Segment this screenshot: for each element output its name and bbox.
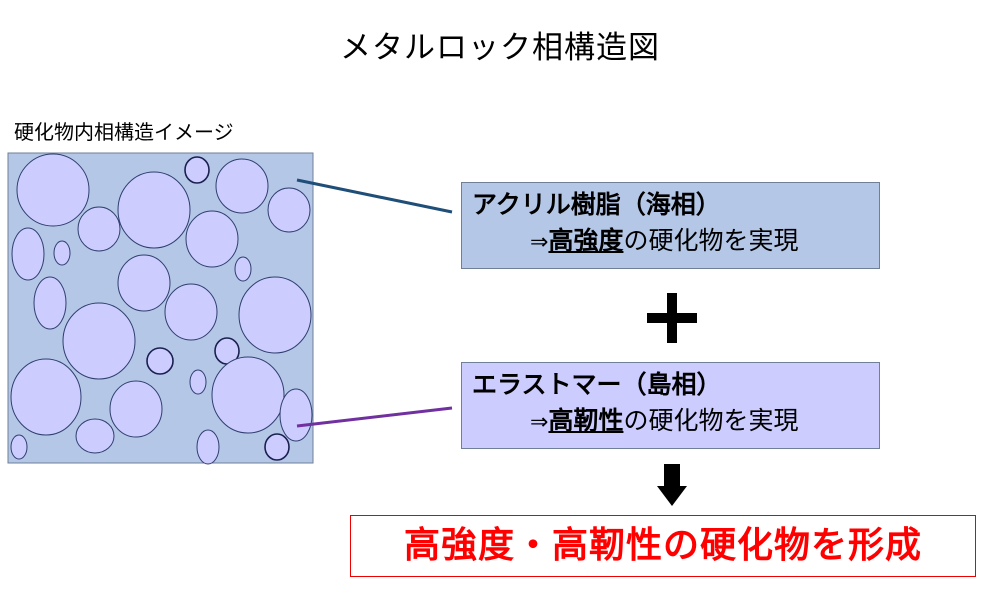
elastomer-particle — [215, 158, 269, 214]
elastomer-particle — [264, 433, 290, 461]
elastomer-particle — [33, 276, 67, 330]
island-phase-suffix: の硬化物を実現 — [623, 406, 799, 435]
sea-phase-suffix: の硬化物を実現 — [623, 226, 799, 255]
elastomer-particle — [10, 434, 28, 460]
elastomer-particle — [189, 369, 207, 395]
elastomer-particle — [234, 256, 252, 282]
result-box: 高強度・高靭性の硬化物を形成 — [350, 515, 976, 577]
elastomer-particle — [196, 429, 220, 465]
elastomer-particle — [109, 380, 163, 438]
elastomer-particle — [53, 240, 71, 266]
elastomer-particle — [279, 388, 313, 442]
implies-arrow: ⇒ — [530, 230, 549, 255]
elastomer-particle — [117, 171, 191, 249]
elastomer-particle — [77, 206, 121, 252]
page-title: メタルロック相構造図 — [340, 30, 660, 66]
sea-phase-heading: アクリル樹脂（海相） — [472, 190, 721, 219]
plus-icon — [647, 293, 697, 343]
elastomer-particle — [16, 153, 90, 227]
sea-phase-box: アクリル樹脂（海相） ⇒高強度の硬化物を実現 — [461, 182, 880, 269]
elastomer-particle — [117, 254, 171, 312]
elastomer-particle — [184, 156, 210, 184]
sea-phase-property: 高強度 — [548, 226, 624, 255]
island-phase-leader-line — [296, 406, 453, 428]
elastomer-particle — [146, 347, 174, 375]
implies-arrow: ⇒ — [530, 410, 549, 435]
elastomer-particle — [238, 276, 312, 354]
elastomer-particle — [10, 358, 82, 436]
elastomer-particle — [75, 418, 115, 454]
sea-phase-leader-line — [296, 178, 453, 214]
structure-image-label: 硬化物内相構造イメージ — [14, 120, 234, 144]
elastomer-particle — [11, 227, 45, 281]
island-phase-box: エラストマー（島相） ⇒高靭性の硬化物を実現 — [461, 362, 880, 449]
down-arrow-icon — [657, 464, 687, 506]
elastomer-particle — [211, 356, 285, 434]
elastomer-particle — [267, 187, 311, 233]
island-phase-property: 高靭性 — [548, 406, 624, 435]
elastomer-particle — [185, 210, 239, 268]
island-phase-heading: エラストマー（島相） — [472, 370, 722, 399]
elastomer-particle — [164, 283, 218, 341]
elastomer-particle — [62, 302, 136, 380]
